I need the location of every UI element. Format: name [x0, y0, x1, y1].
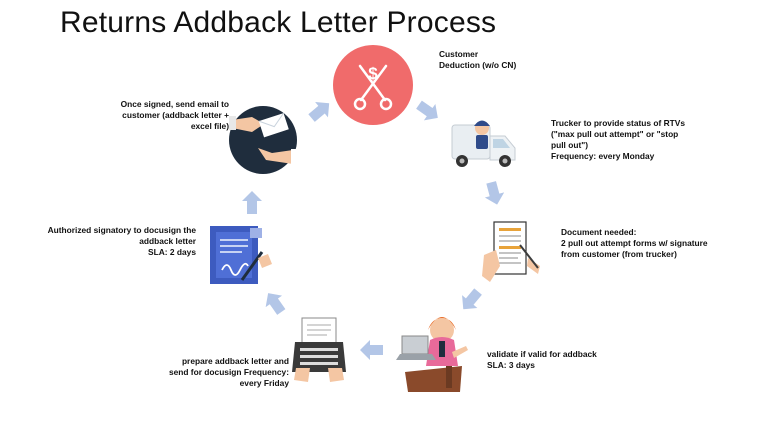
email-label: Once signed, send email to customer (add…	[120, 99, 229, 131]
trucker-label: Trucker to provide status of RTVs ("max …	[551, 118, 686, 161]
arrow-document-to-validate	[455, 285, 486, 316]
arrow-prepare-to-docusign	[259, 287, 290, 318]
signing-document-icon	[210, 226, 272, 284]
arrow-trucker-to-document	[481, 179, 507, 208]
validate-label: validate if valid for addback SLA: 3 day…	[487, 349, 597, 370]
arrow-deduction-to-trucker	[413, 96, 444, 127]
typewriter-icon	[292, 317, 346, 382]
delivery-van-icon	[451, 120, 516, 167]
page-title: Returns Addback Letter Process	[60, 6, 497, 39]
document-label: Document needed: 2 pull out attempt form…	[561, 227, 708, 259]
svg-text:$: $	[368, 64, 378, 83]
woman-laptop-icon	[396, 317, 468, 392]
clipboard-form-icon	[482, 221, 540, 282]
arrow-validate-to-prepare	[360, 340, 383, 360]
docusign-label: Authorized signatory to docusign the add…	[47, 225, 196, 257]
scissors-dollar-icon: $	[333, 45, 413, 125]
email-hands-icon	[229, 106, 299, 174]
arrow-email-to-deduction	[305, 95, 336, 126]
prepare-label: prepare addback letter and send for docu…	[168, 356, 289, 388]
deduction-label: Customer Deduction (w/o CN)	[439, 49, 517, 70]
arrow-docusign-to-email	[242, 191, 262, 214]
